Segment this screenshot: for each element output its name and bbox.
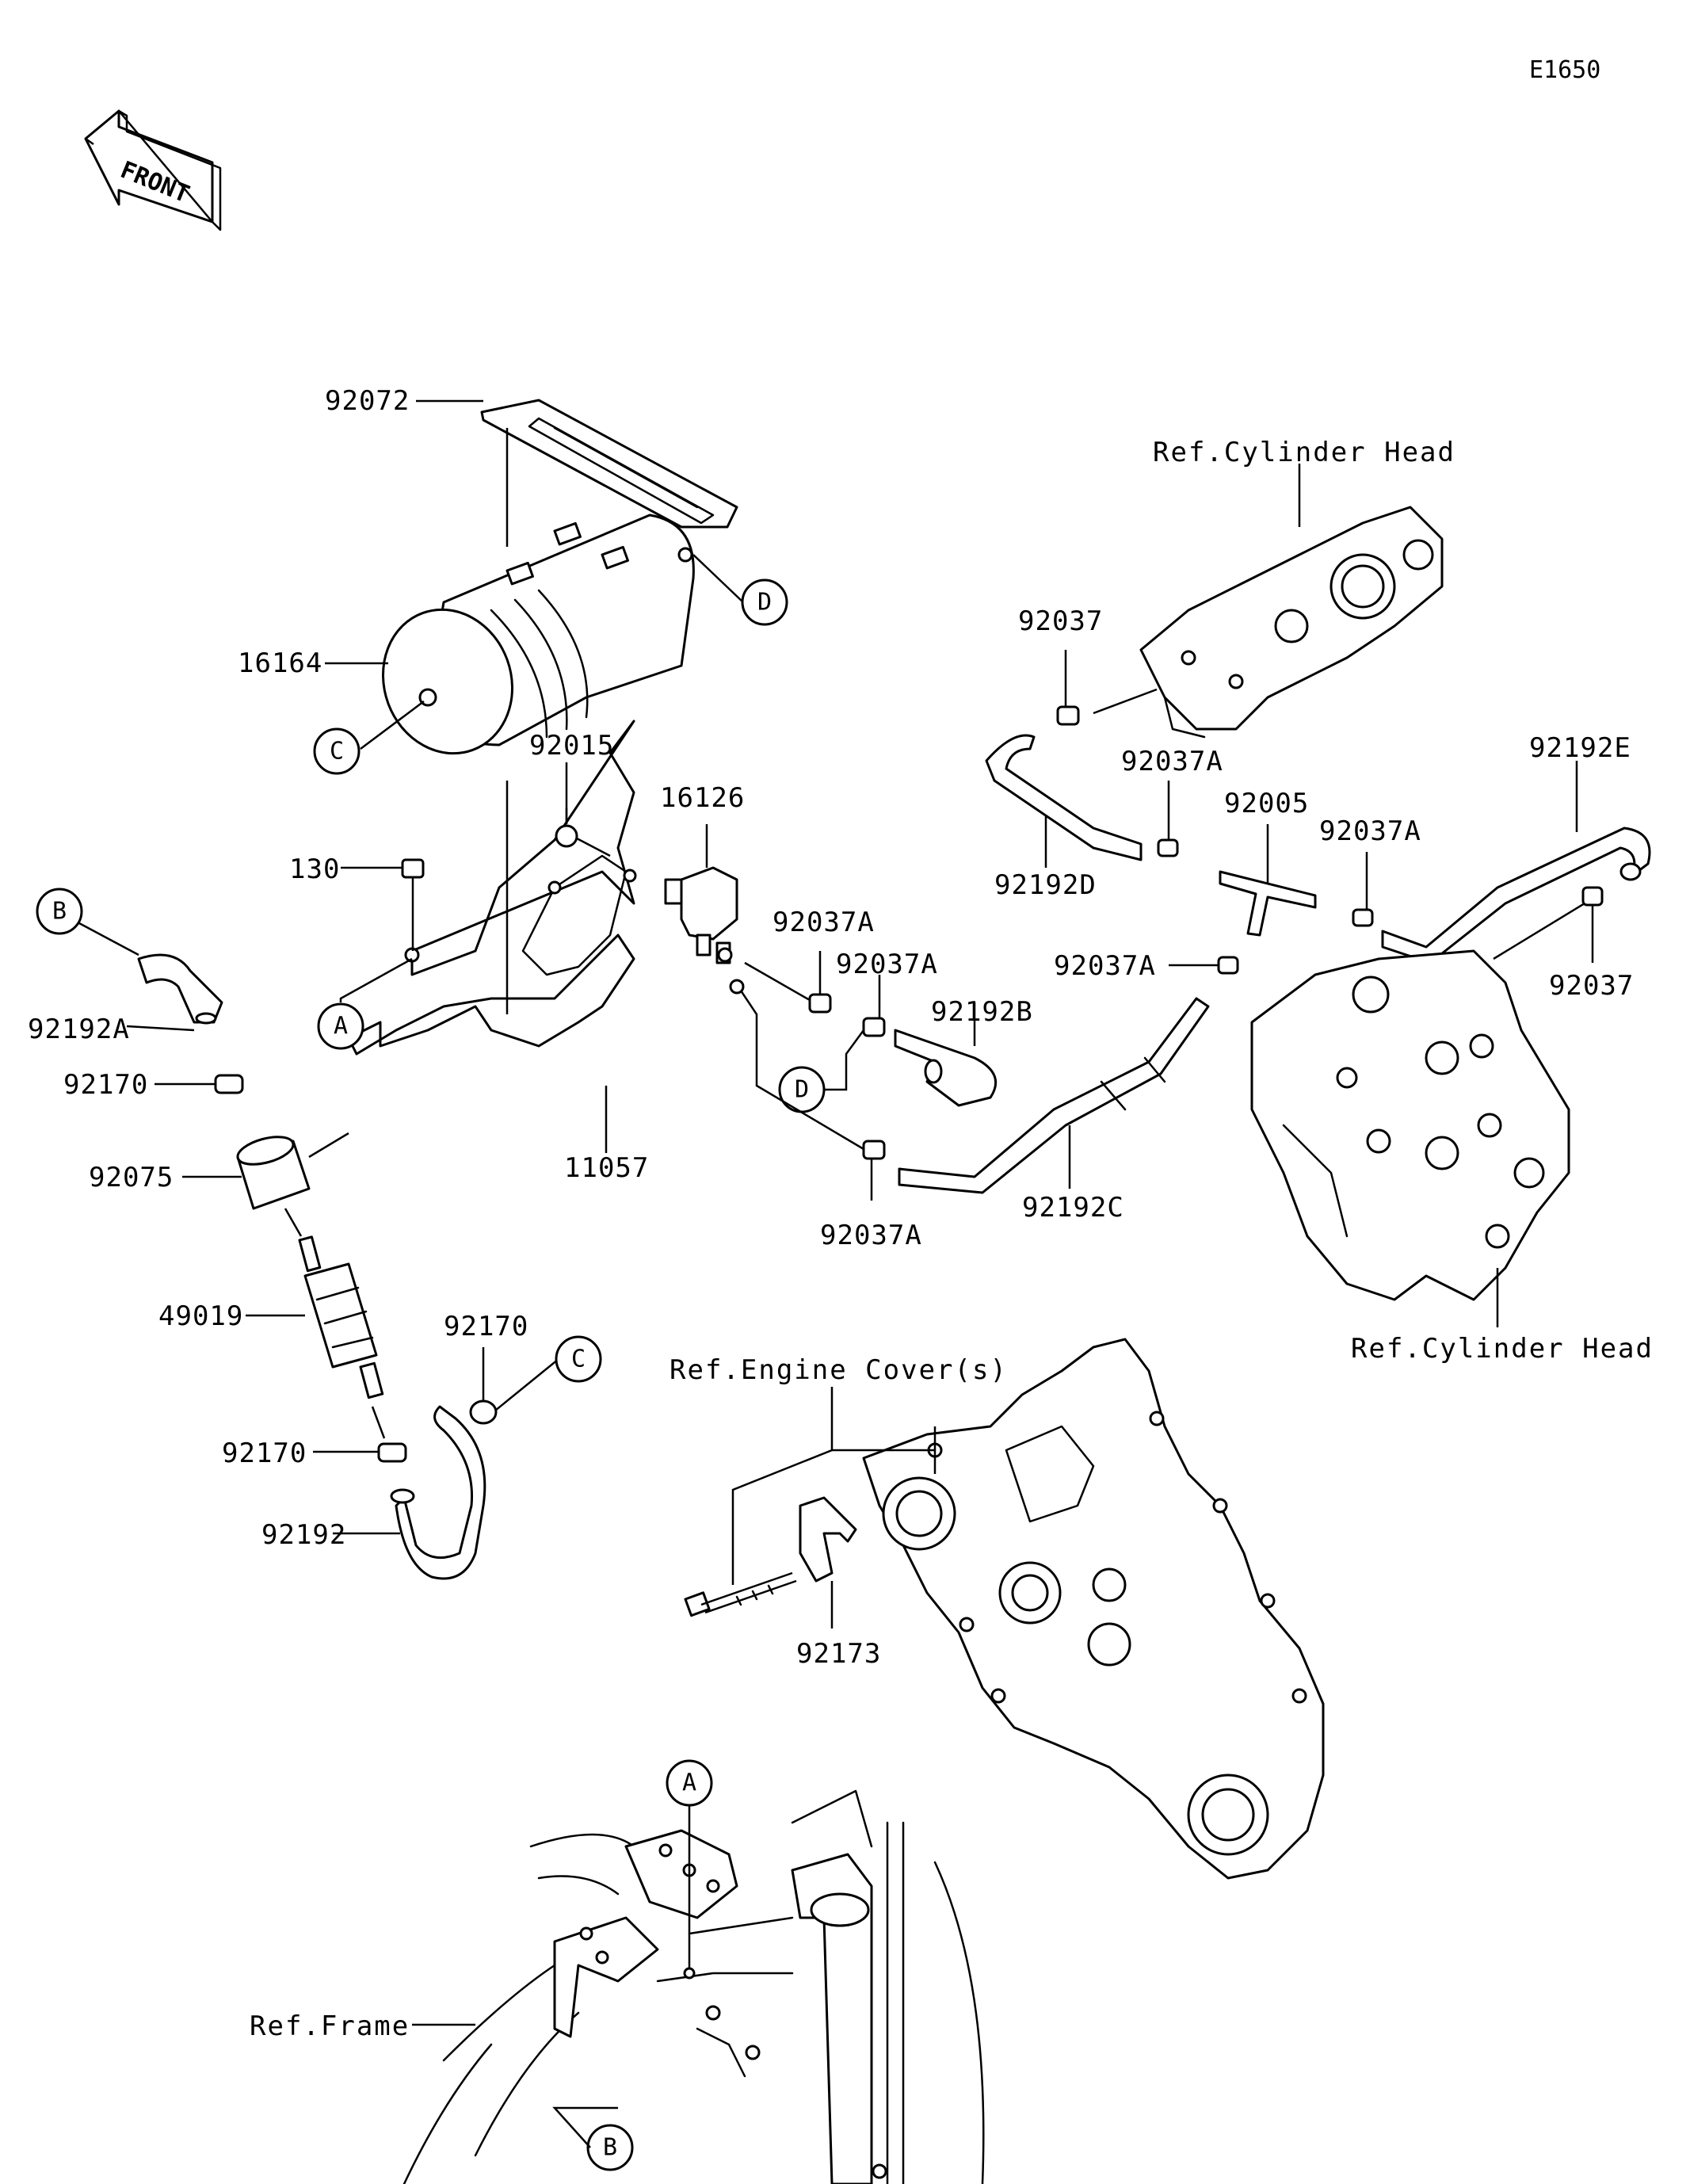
label-92192E: 92192E	[1529, 732, 1631, 764]
hose-92192D	[985, 734, 1143, 868]
bracket-11057	[347, 720, 637, 1056]
clamp-92037A-5	[1169, 956, 1239, 975]
callout-d-top: D	[692, 554, 788, 626]
clamp-92170-low	[313, 1442, 407, 1463]
callout-d-top-letter: D	[757, 589, 772, 617]
engine-cover	[862, 1338, 1325, 1880]
callout-b-bottom: B	[552, 2106, 634, 2171]
callout-c-top: C	[313, 701, 425, 775]
callout-c-top-letter: C	[330, 738, 344, 766]
figure-code: E1650	[1529, 56, 1600, 84]
callout-b-top: B	[36, 888, 139, 956]
callout-a-bottom: A	[666, 1759, 713, 1969]
damper-92075	[182, 1132, 349, 1237]
label-11057: 11057	[564, 1152, 649, 1184]
label-92037-right: 92037	[1549, 970, 1634, 1002]
bolt-engine-cover	[684, 1571, 797, 1617]
label-49019: 49019	[158, 1300, 243, 1332]
callout-d-mid-letter: D	[795, 1076, 809, 1104]
hose-92192	[333, 1405, 486, 1580]
clip-92173	[799, 1496, 857, 1628]
label-92170-top: 92170	[63, 1069, 148, 1101]
front-arrow-icon: FRONT	[84, 109, 222, 231]
clamp-92170-mid	[469, 1347, 498, 1425]
label-92037A-5: 92037A	[1054, 950, 1156, 982]
label-92075: 92075	[89, 1162, 174, 1193]
callout-b-top-letter: B	[52, 898, 67, 926]
label-92192A: 92192A	[28, 1014, 130, 1045]
frame	[402, 1789, 985, 2184]
label-92170-low: 92170	[222, 1438, 307, 1469]
cylinder-head-right	[1250, 949, 1570, 1327]
clamp-92037A-1	[1157, 781, 1179, 857]
label-92192C: 92192C	[1022, 1192, 1124, 1224]
ref-frame: Ref.Frame	[250, 2010, 410, 2042]
bolt-130	[341, 858, 425, 951]
label-92015: 92015	[529, 730, 614, 762]
callout-a-bottom-letter: A	[682, 1770, 696, 1797]
tjoint-92005	[1219, 824, 1317, 937]
hose-92192E	[1381, 761, 1651, 964]
label-92173: 92173	[796, 1638, 881, 1670]
label-16164: 16164	[238, 647, 322, 679]
callout-b-bottom-letter: B	[603, 2134, 617, 2162]
callout-c-right-letter: C	[571, 1346, 586, 1373]
clamp-92037-right	[1493, 886, 1604, 963]
clamp-92170-top	[155, 1074, 244, 1094]
clamp-92037A-3	[744, 951, 832, 1014]
hose-92192C	[898, 997, 1210, 1194]
callout-c-right: C	[494, 1335, 602, 1411]
callout-d-mid: D	[778, 1029, 865, 1113]
hose-92192B	[894, 1002, 998, 1107]
clamp-92037A-4	[862, 975, 886, 1037]
label-92037A-3: 92037A	[773, 907, 875, 938]
label-16126: 16126	[660, 782, 745, 814]
label-92037A-1: 92037A	[1121, 746, 1223, 777]
clamp-92037-top	[1056, 650, 1158, 726]
cylinder-head-top	[1139, 464, 1444, 739]
callout-a-top-letter: A	[334, 1013, 348, 1040]
label-92037A-6: 92037A	[820, 1220, 922, 1251]
filter-49019	[246, 1235, 386, 1439]
hose-92192A	[126, 953, 223, 1032]
label-92192: 92192	[261, 1519, 346, 1551]
label-92037A-2: 92037A	[1319, 815, 1421, 847]
valve-16126	[664, 824, 745, 995]
label-92037A-4: 92037A	[836, 949, 938, 980]
clamp-92037A-6	[739, 990, 886, 1201]
label-92037-top: 92037	[1018, 605, 1103, 637]
canister-16164	[382, 514, 695, 755]
ref-engine-covers: Ref.Engine Cover(s)	[670, 1354, 1008, 1386]
clamp-92037A-2	[1352, 852, 1374, 927]
label-92005: 92005	[1224, 788, 1309, 819]
label-92192B: 92192B	[931, 996, 1033, 1028]
callout-a-top: A	[317, 957, 413, 1050]
leader-engine-covers	[731, 1387, 937, 1585]
ref-cylinder-head-top: Ref.Cylinder Head	[1153, 437, 1455, 468]
label-130: 130	[289, 853, 340, 885]
canister-band-92072	[480, 399, 738, 529]
label-92072: 92072	[325, 385, 410, 417]
label-92192D: 92192D	[994, 869, 1097, 901]
ref-cylinder-head-right: Ref.Cylinder Head	[1351, 1333, 1654, 1365]
label-92170-mid: 92170	[444, 1311, 528, 1342]
